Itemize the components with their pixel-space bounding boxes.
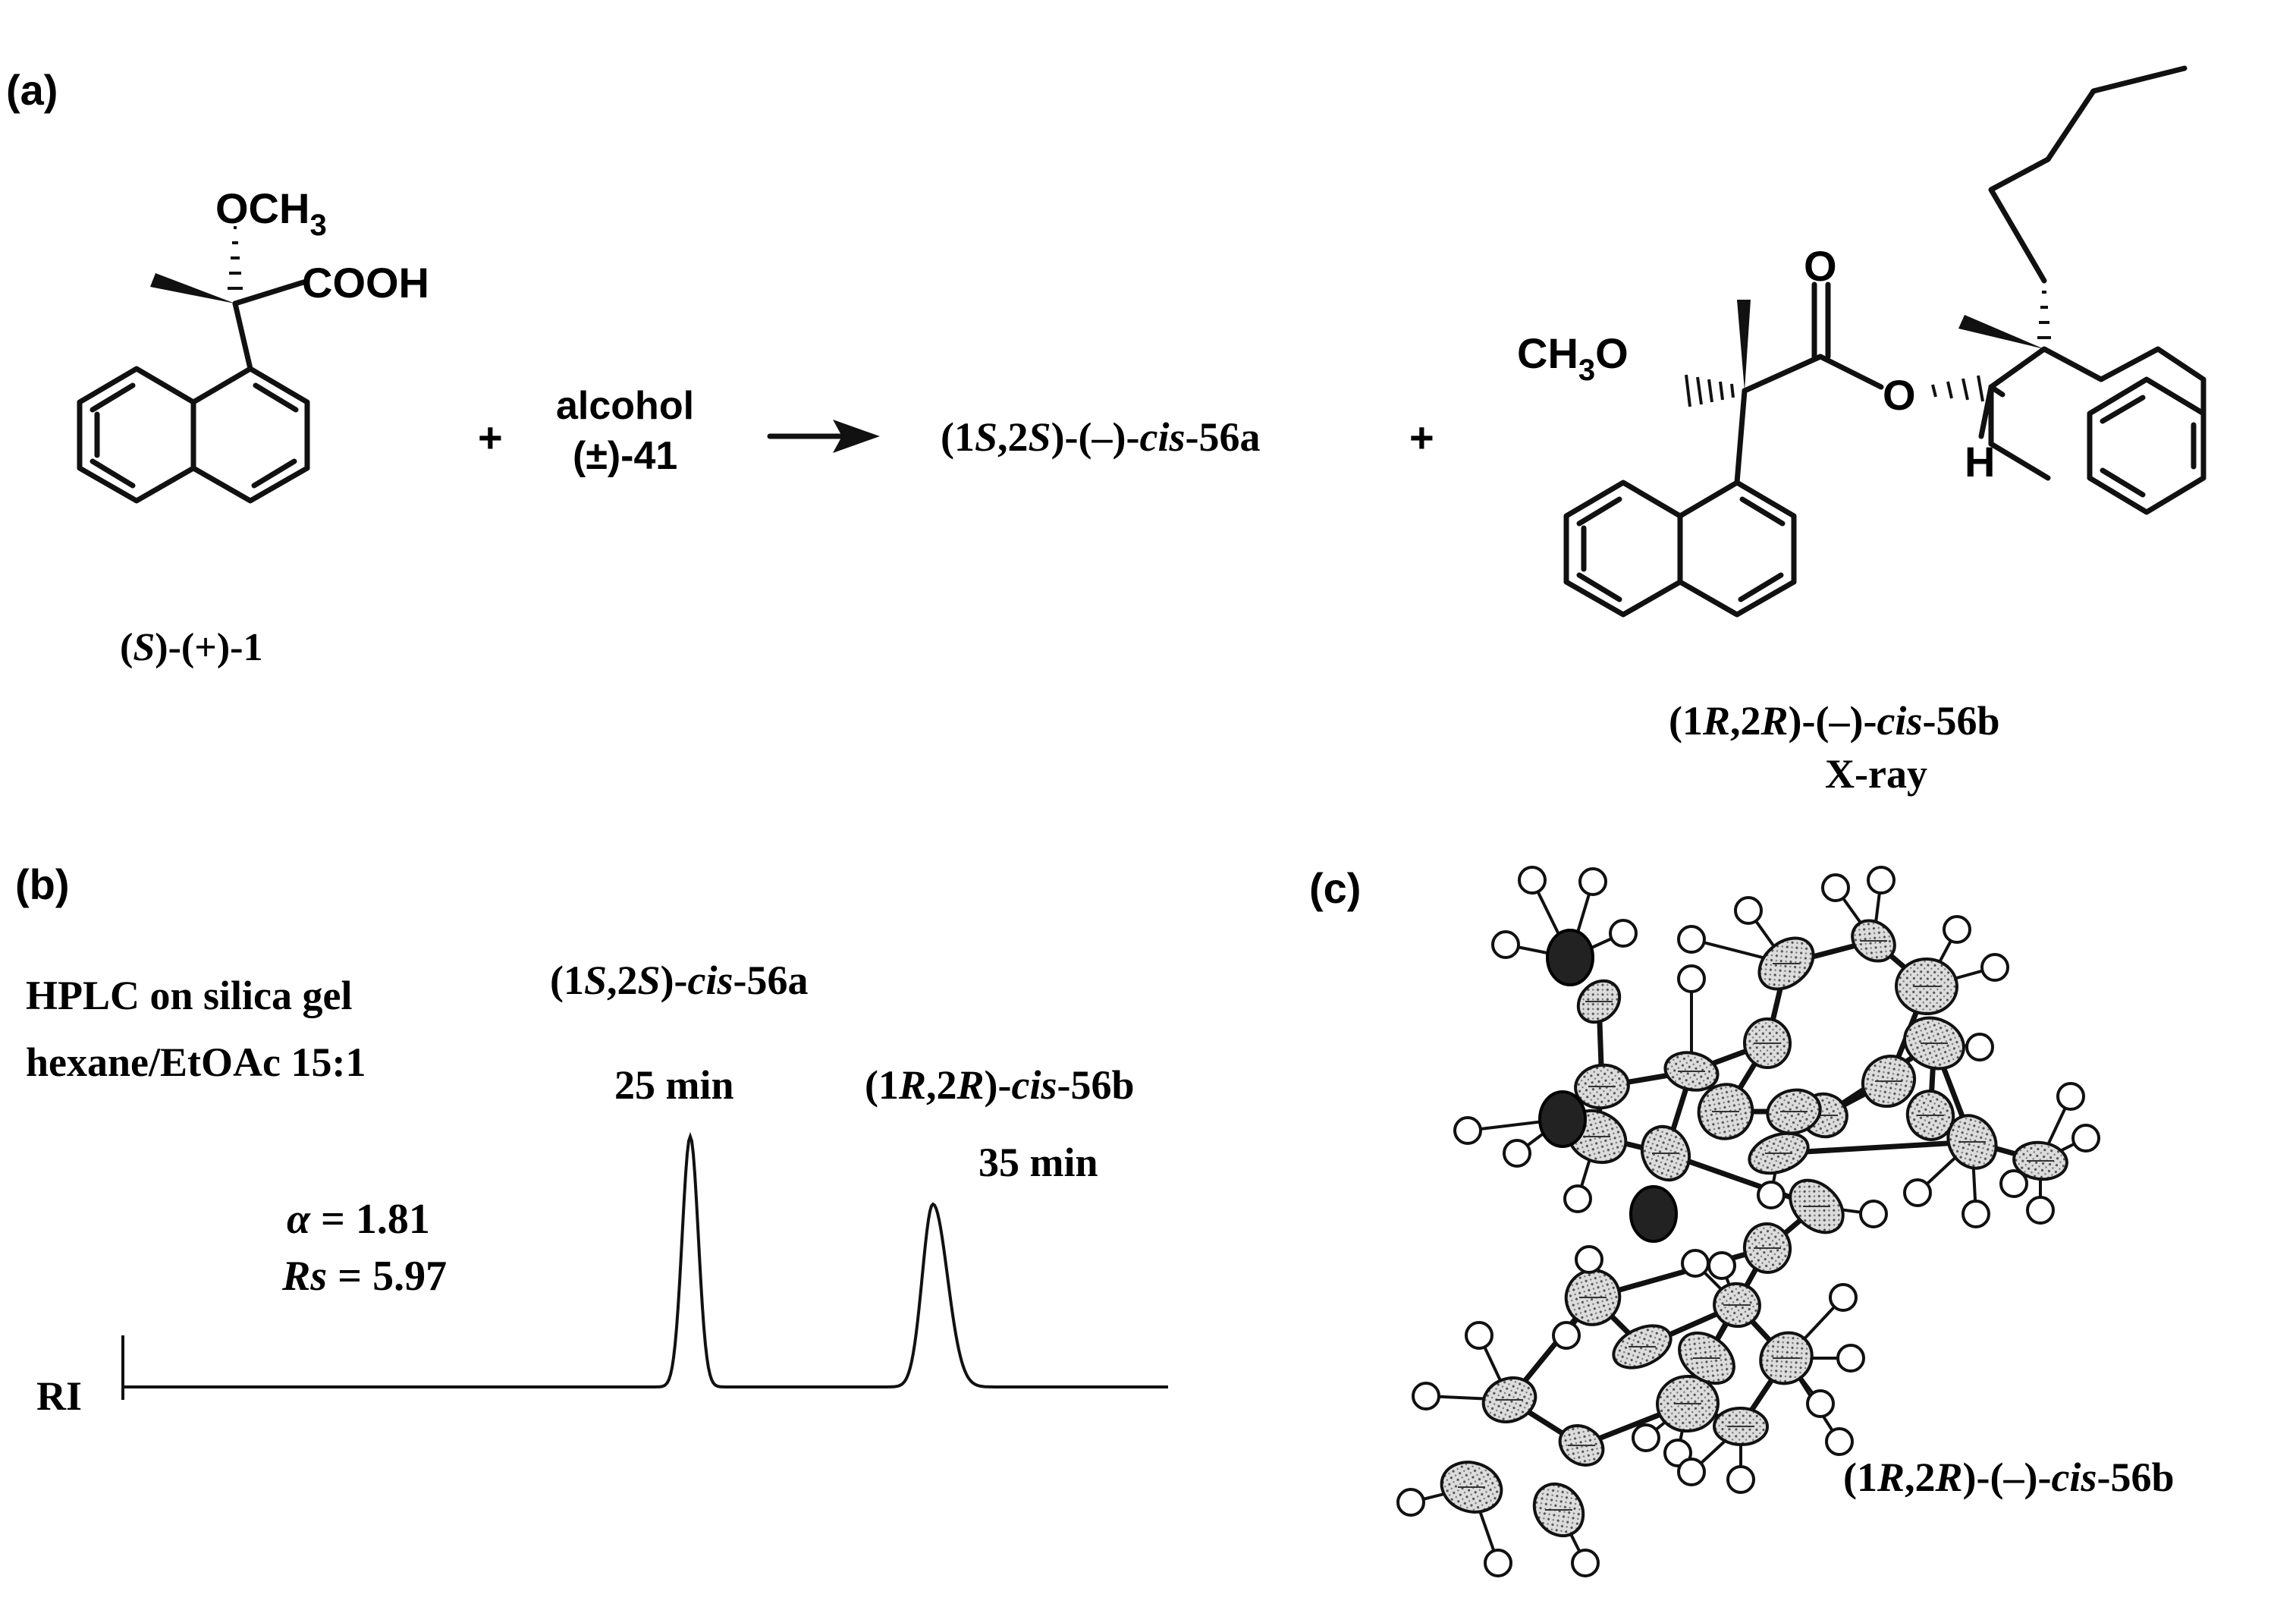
ortep-hydrogen-atom [1632,1423,1660,1452]
ortep-hydrogen-atom [1677,964,1706,993]
ortep-hydrogen-atom [1734,896,1763,925]
acid-label: (S)-(+)-1 [120,626,262,669]
acid-cooh-text: COOH [302,259,429,307]
alcohol-compound: (±)-41 [573,434,677,478]
acid-ome-text: OCH3 [215,184,327,242]
ortep-hydrogen-atom [1707,1251,1736,1280]
reaction-arrow [767,420,880,453]
ortep-bond [1592,1245,1768,1300]
chromatogram-trace [123,1131,1168,1388]
panel-label-a: (a) [6,66,58,114]
ortep-hydrogen-atom [1961,1200,1990,1228]
ortep-hydrogen-atom [1453,1116,1482,1145]
ortep-hydrogen-atom [1829,1283,1858,1312]
plus-sign-1: + [478,414,503,461]
ortep-hydrogen-atom [1677,1458,1706,1486]
ortep-hydrogen-atom [1836,1344,1865,1373]
ortep-hydrogen-atom [1571,1549,1600,1577]
panel-label-b: (b) [15,860,70,908]
c1-h-text: H [1965,438,1995,486]
detector-label: RI [36,1373,82,1419]
ortep-hydrogen-atom [1859,1200,1888,1228]
ortep-drawing [1396,866,2100,1577]
structure-acid-1 [77,226,310,504]
ortep-hydrogen-atom [1965,1033,1994,1061]
ortep-hydrogen-atom [1552,1321,1581,1350]
ortep-hydrogen-atom [1563,1184,1592,1213]
ortep-oxygen-atom [1546,929,1594,986]
ortep-hydrogen-atom [1518,866,1547,895]
ortep-oxygen-atom [1538,1090,1587,1148]
ortep-hydrogen-atom [1609,919,1638,948]
ortep-hydrogen-atom [1943,915,1971,944]
ortep-hydrogen-atom [2056,1082,2085,1111]
ortep-hydrogen-atom [2026,1196,2055,1225]
ortep-hydrogen-atom [1465,1321,1493,1350]
ortep-hydrogen-atom [1663,1439,1692,1467]
carbonyl-o-text: O [1804,242,1837,290]
ester-ome-text: CH3O [1517,329,1629,387]
hplc-condition-1: HPLC on silica gel [26,973,353,1018]
panel-label-c: (c) [1309,864,1361,912]
rs-value: Rs = 5.97 [281,1253,447,1300]
ortep-hydrogen-atom [1903,1178,1932,1207]
ester-o-text: O [1883,371,1916,419]
ortep-hydrogen-atom [1980,953,2009,982]
ortep-hydrogen-atom [1867,866,1896,895]
ortep-hydrogen-atom [2071,1124,2100,1153]
ortep-hydrogen-atom [1484,1549,1512,1577]
product-b-label: (1R,2R)-(–)-cis-56b [1669,698,1999,744]
product-a-label: (1S,2S)-(–)-cis-56a [941,414,1260,460]
ortep-hydrogen-atom [1757,1181,1786,1209]
ortep-hydrogen-atom [1806,1389,1835,1418]
hplc-condition-2: hexane/EtOAc 15:1 [26,1039,366,1085]
xray-label: X-ray [1825,751,1927,797]
ortep-hydrogen-atom [1578,867,1607,896]
ortep-hydrogen-atom [1575,1245,1603,1274]
ortep-hydrogen-atom [1825,1427,1854,1456]
peak1-label: (1S,2S)-cis-56a [550,958,809,1003]
ortep-hydrogen-atom [1677,925,1706,954]
ortep-hydrogen-atom [1412,1382,1440,1410]
ortep-hydrogen-atom [1999,1169,2028,1198]
ortep-hydrogen-atom [1491,930,1520,959]
ortep-hydrogen-atom [1503,1139,1531,1168]
ortep-label: (1R,2R)-(–)-cis-56b [1843,1454,2174,1500]
ortep-oxygen-atom [1629,1185,1678,1243]
peak2-label: (1R,2R)-cis-56b [865,1062,1135,1108]
alcohol-label: alcohol [556,384,694,428]
ortep-hydrogen-atom [1726,1465,1755,1494]
structure-ester-56b [1563,65,2206,618]
ortep-bond [1778,1139,1973,1156]
alpha-value: α = 1.81 [287,1196,430,1243]
ortep-hydrogen-atom [1681,1249,1710,1278]
ortep-hydrogen-atom [1821,873,1850,902]
peak1-time: 25 min [614,1062,734,1108]
peak2-time: 35 min [978,1140,1098,1185]
ortep-hydrogen-atom [1396,1488,1425,1517]
plus-sign-2: + [1409,414,1434,461]
